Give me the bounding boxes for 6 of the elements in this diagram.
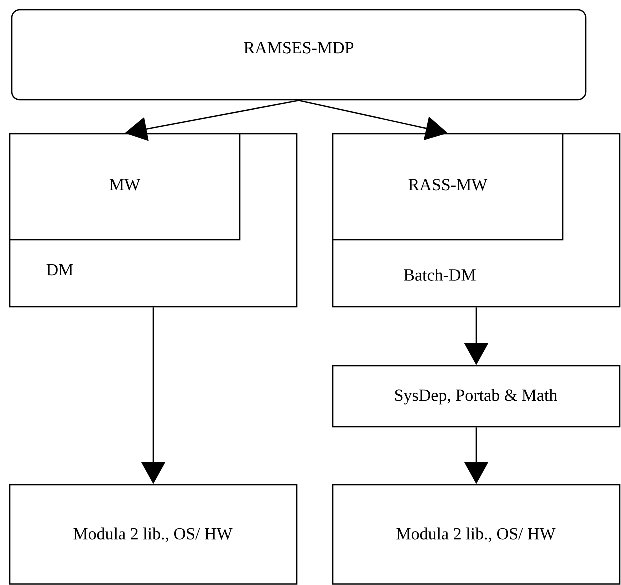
module-box: Modula 2 lib., OS/ HW bbox=[332, 484, 621, 585]
module-box: RASS-MW bbox=[332, 133, 564, 241]
module-box: MW bbox=[9, 133, 241, 241]
module-box: Modula 2 lib., OS/ HW bbox=[9, 484, 298, 585]
module-box: SysDep, Portab & Math bbox=[332, 365, 621, 428]
title-box: RAMSES-MDP bbox=[11, 9, 587, 101]
